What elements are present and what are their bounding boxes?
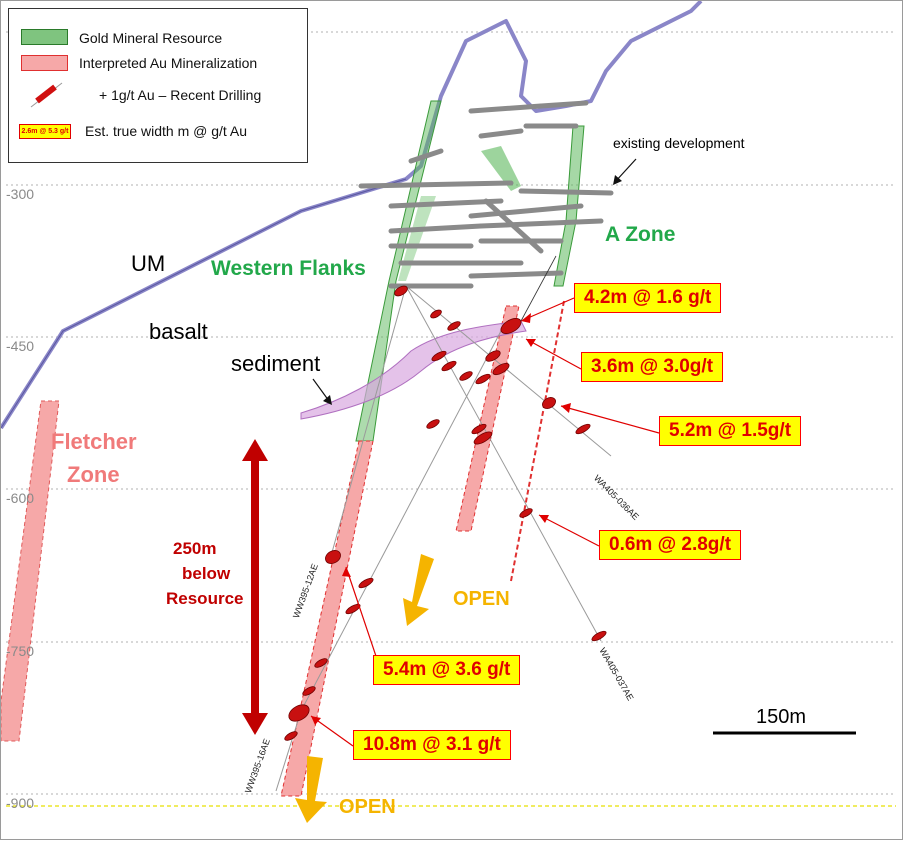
um-label: UM: [131, 251, 166, 276]
western-flanks-label: Western Flanks: [211, 257, 366, 280]
sediment-label: sediment: [231, 351, 321, 376]
small-resource-lens: [481, 146, 521, 191]
intercepts: [284, 285, 607, 741]
depth-label: -300: [6, 186, 35, 202]
fletcher-zone-shape: [1, 400, 60, 742]
open-arrow-lower: [295, 756, 327, 823]
legend-interpreted-label: Interpreted Au Mineralization: [79, 55, 258, 71]
leader-heads: [311, 313, 571, 725]
scale-label: 150m: [756, 706, 807, 728]
callout-intercept: 0.6m @ 2.8g/t: [599, 530, 742, 560]
callout-intercept: 3.6m @ 3.0g/t: [581, 352, 724, 382]
dev-arrow-head: [613, 175, 622, 185]
drill-traces: [275, 285, 612, 792]
legend-width-swatch: 2.6m @ 5.3 g/t: [19, 124, 71, 139]
depth-label: -600: [6, 490, 35, 506]
legend-resource-label: Gold Mineral Resource: [79, 30, 223, 46]
below-label-1: 250m: [173, 539, 217, 558]
western-flanks-resource-2: [398, 196, 436, 281]
depth-label: -900: [6, 795, 35, 811]
depth-label: -750: [6, 643, 35, 659]
fletcher-label-1: Fletcher: [51, 429, 137, 454]
open-arrow-upper: [403, 554, 434, 626]
legend-drilling-icon: [30, 82, 63, 108]
below-label-3: Resource: [166, 589, 244, 608]
legend-resource-swatch: [21, 29, 68, 45]
below-label-2: below: [182, 564, 231, 583]
open-label-upper: OPEN: [453, 588, 510, 610]
below-arrow-bottom: [242, 713, 268, 735]
callout-intercept: 10.8m @ 3.1 g/t: [353, 730, 511, 760]
callout-intercept: 5.2m @ 1.5g/t: [659, 416, 802, 446]
existing-development-label: existing development: [613, 135, 745, 151]
fletcher-label-2: Zone: [67, 462, 120, 487]
callout-intercept: 5.4m @ 3.6 g/t: [373, 655, 521, 685]
sediment-arrow-head: [323, 395, 332, 405]
legend-drilling-label: + 1g/t Au – Recent Drilling: [99, 87, 262, 103]
a-zone-label: A Zone: [605, 223, 676, 246]
callout-intercept: 4.2m @ 1.6 g/t: [574, 283, 722, 313]
basalt-label: basalt: [149, 319, 208, 344]
open-label-lower: OPEN: [339, 796, 396, 818]
um-contact-line: [1, 178, 407, 429]
existing-development: [358, 100, 614, 289]
central-lens: [455, 305, 520, 532]
sediment-arrow-line: [312, 378, 330, 402]
legend-interpreted-swatch: [21, 55, 68, 71]
below-arrow-top: [242, 439, 268, 461]
depth-label: -450: [6, 338, 35, 354]
legend: Gold Mineral Resource Interpreted Au Min…: [8, 8, 308, 163]
a-zone-extension: [510, 300, 565, 582]
legend-width-label: Est. true width m @ g/t Au: [85, 123, 248, 139]
